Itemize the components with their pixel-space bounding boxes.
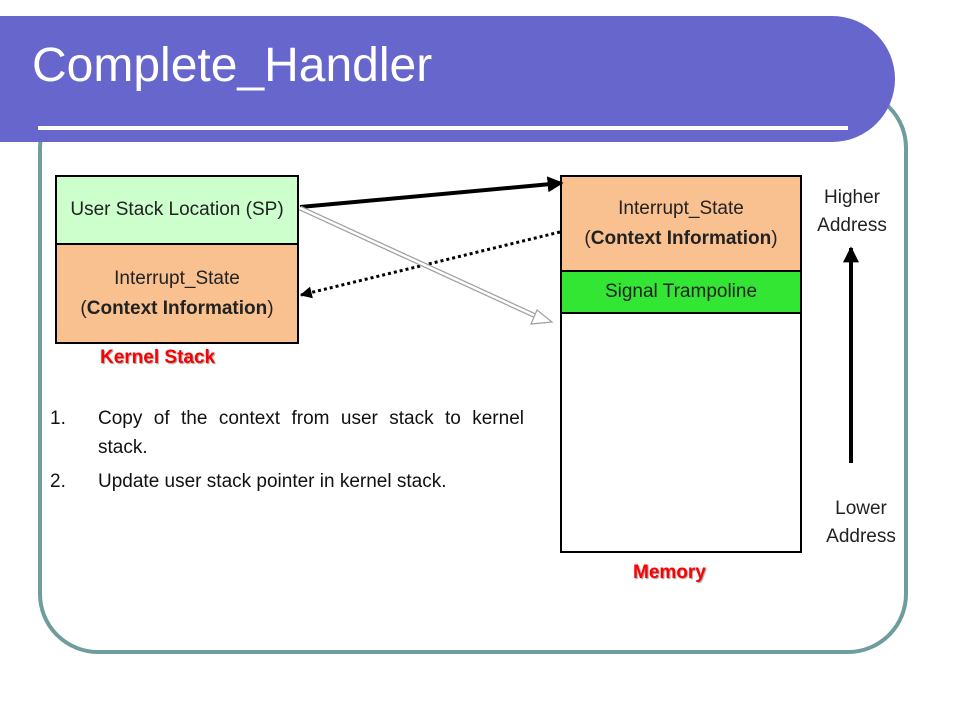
list-item: 2. Update user stack pointer in kernel s…	[50, 468, 524, 497]
lower-address-label: Lower Address	[826, 498, 896, 547]
step-text: Update user stack pointer in kernel stac…	[98, 471, 447, 492]
kernel-interrupt-state-label: Interrupt_State	[114, 268, 240, 290]
user-stack-location-box: User Stack Location (SP)	[55, 175, 299, 245]
step-number: 1.	[50, 408, 66, 429]
sp-update-arrow	[298, 205, 554, 325]
user-stack-location-label: User Stack Location (SP)	[70, 199, 284, 221]
list-item: 1. Copy of the context from user stack t…	[50, 405, 524, 462]
title-underline	[38, 126, 848, 130]
memory-caption: Memory	[633, 562, 706, 583]
context-copy-arrow	[299, 230, 561, 299]
step-number: 2.	[50, 471, 66, 492]
steps-list: 1. Copy of the context from user stack t…	[50, 405, 524, 503]
step-text: Copy of the context from user stack to k…	[98, 408, 524, 458]
memory-interrupt-state-box: Interrupt_State (Context Information)	[560, 175, 802, 272]
title-bar	[0, 16, 895, 142]
memory-lower-region	[560, 312, 802, 553]
kernel-stack-caption: Kernel Stack	[100, 347, 216, 368]
signal-trampoline-label: Signal Trampoline	[604, 281, 758, 303]
memory-context-information-label: Context Information	[590, 227, 772, 249]
sp-to-memory-arrow	[299, 176, 564, 209]
slide-title: Complete_Handler	[32, 39, 433, 92]
higher-address-label: Higher Address	[817, 187, 887, 236]
memory-interrupt-state-label: Interrupt_State	[618, 198, 744, 220]
signal-trampoline-box: Signal Trampoline	[560, 270, 802, 314]
kernel-context-information-label: Context Information	[86, 297, 268, 319]
kernel-interrupt-state-box: Interrupt_State (Context Information)	[55, 243, 299, 344]
